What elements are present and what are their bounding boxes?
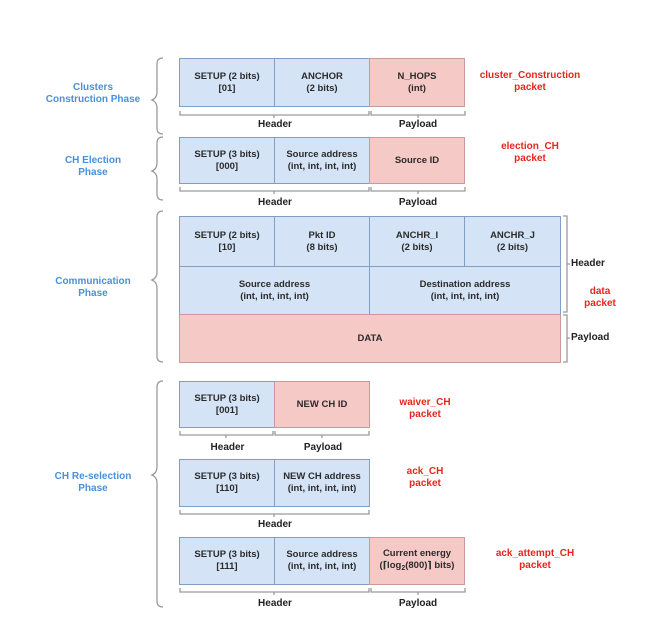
waiver-payload-label: Payload	[303, 442, 343, 453]
election-phase-brace	[150, 136, 164, 201]
cluster-anchor-field: ANCHOR (2 bits)	[274, 58, 370, 107]
data-anchr-j-field: ANCHR_J (2 bits)	[464, 216, 561, 267]
communication-phase-brace	[150, 210, 164, 363]
data-payload-field: DATA	[179, 314, 561, 363]
data-setup-field: SETUP (2 bits) [10]	[179, 216, 275, 267]
data-packet-name: data packet	[584, 286, 616, 309]
communication-phase-label: Communication Phase	[55, 276, 131, 299]
election-header-label: Header	[258, 197, 292, 208]
ack-attempt-current-energy-field: Current energy (⌈log2(800)⌉ bits)	[369, 537, 465, 585]
ack-packet-name: ack_CH packet	[406, 466, 444, 489]
waiver-header-brace	[179, 431, 274, 438]
waiver-header-label: Header	[210, 442, 245, 453]
election-source-id-field: Source ID	[369, 137, 465, 184]
waiver-setup-field: SETUP (3 bits) [001]	[179, 381, 275, 428]
election-payload-label: Payload	[398, 197, 438, 208]
ack-header-label: Header	[258, 519, 292, 530]
cluster-payload-brace	[370, 111, 466, 118]
ack-attempt-payload-label: Payload	[398, 598, 438, 609]
ack-new-ch-address-field: NEW CH address (int, int, int, int)	[274, 459, 370, 507]
election-setup-field: SETUP (3 bits) [000]	[179, 137, 275, 184]
waiver-new-ch-id-field: NEW CH ID	[274, 381, 370, 428]
ack-attempt-packet-name: ack_attempt_CH packet	[495, 548, 575, 571]
waiver-packet-name: waiver_CH packet	[399, 397, 451, 420]
election-phase-label: CH Election Phase	[64, 155, 122, 178]
cluster-header-brace	[179, 111, 370, 118]
data-destination-address-field: Destination address (int, int, int, int)	[369, 266, 561, 315]
data-header-brace	[563, 215, 570, 313]
clusters-phase-brace	[150, 57, 164, 135]
cluster-payload-label: Payload	[398, 119, 438, 130]
election-header-brace	[179, 187, 370, 194]
clusters-phase-label: Clusters Construction Phase	[45, 82, 141, 105]
data-pkt-id-field: Pkt ID (8 bits)	[274, 216, 370, 267]
ack-attempt-header-label: Header	[258, 598, 292, 609]
cluster-setup-field: SETUP (2 bits) [01]	[179, 58, 275, 107]
cluster-nhops-field: N_HOPS (int)	[369, 58, 465, 107]
energy-line-1: Current energy	[382, 547, 452, 559]
ack-attempt-setup-field: SETUP (3 bits) [111]	[179, 537, 275, 585]
reselection-phase-brace	[150, 380, 164, 608]
data-payload-brace	[563, 314, 570, 363]
data-source-address-field: Source address (int, int, int, int)	[179, 266, 370, 315]
reselection-phase-label: CH Re-selection Phase	[54, 471, 132, 494]
election-payload-brace	[370, 187, 466, 194]
ack-attempt-header-brace	[179, 588, 370, 595]
ack-setup-field: SETUP (3 bits) [110]	[179, 459, 275, 507]
cluster-packet-name: cluster_Construction packet	[479, 70, 581, 93]
energy-line-2: (⌈log2(800)⌉ bits)	[379, 559, 455, 572]
ack-attempt-payload-brace	[370, 588, 466, 595]
waiver-payload-brace	[274, 431, 370, 438]
ack-attempt-source-address-field: Source address (int, int, int, int)	[274, 537, 370, 585]
data-payload-label: Payload	[571, 332, 610, 343]
cluster-header-label: Header	[258, 119, 292, 130]
election-packet-name: election_CH packet	[501, 141, 559, 164]
data-anchr-i-field: ANCHR_I (2 bits)	[369, 216, 465, 267]
data-header-label: Header	[571, 258, 605, 269]
ack-header-brace	[179, 510, 370, 517]
election-source-address-field: Source address (int, int, int, int)	[274, 137, 370, 184]
